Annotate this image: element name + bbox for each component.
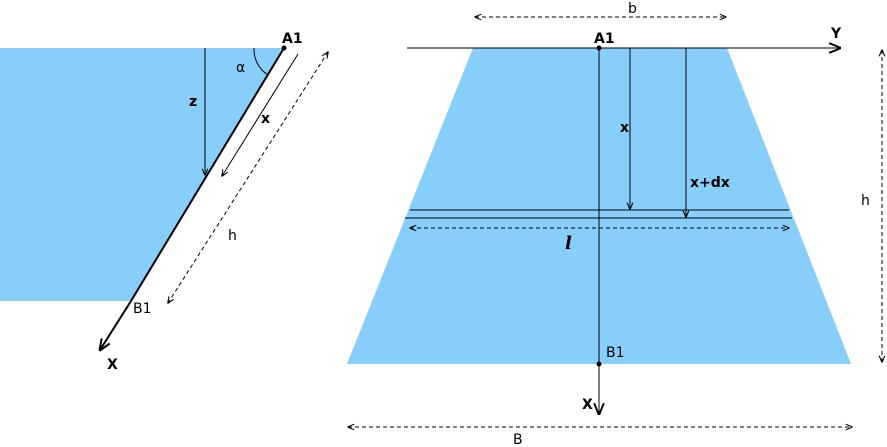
label-h-right: h — [861, 193, 870, 209]
label-b1-right: B1 — [606, 345, 625, 361]
label-b-top: b — [628, 1, 637, 17]
length-dimension-h — [168, 52, 328, 303]
label-axis-x-left: X — [107, 357, 118, 373]
label-a1-left: A1 — [282, 31, 303, 47]
label-alpha: α — [236, 60, 245, 76]
wall-extension-axis — [100, 300, 132, 350]
label-B-bottom: B — [513, 432, 523, 447]
label-z: z — [189, 94, 197, 110]
label-a1-right: A1 — [594, 31, 615, 47]
label-l-strip: l — [565, 233, 572, 254]
label-x-plus-dx: x+dx — [690, 175, 730, 191]
angle-arc-alpha — [253, 47, 269, 76]
point-b1-right — [596, 361, 602, 367]
label-x-right: x — [620, 120, 629, 136]
label-x-left: x — [261, 111, 270, 127]
left-figure: A1 α z x h B1 X — [0, 31, 328, 373]
water-region-left — [0, 48, 284, 301]
label-axis-y: Y — [830, 26, 842, 42]
right-figure: b A1 Y x x+dx h l B1 X B — [347, 1, 882, 447]
label-axis-x-right: X — [582, 397, 593, 413]
label-h-left: h — [228, 228, 237, 244]
point-a1-left — [281, 45, 287, 51]
point-a1-right — [596, 45, 602, 51]
label-b1-left: B1 — [133, 301, 152, 317]
